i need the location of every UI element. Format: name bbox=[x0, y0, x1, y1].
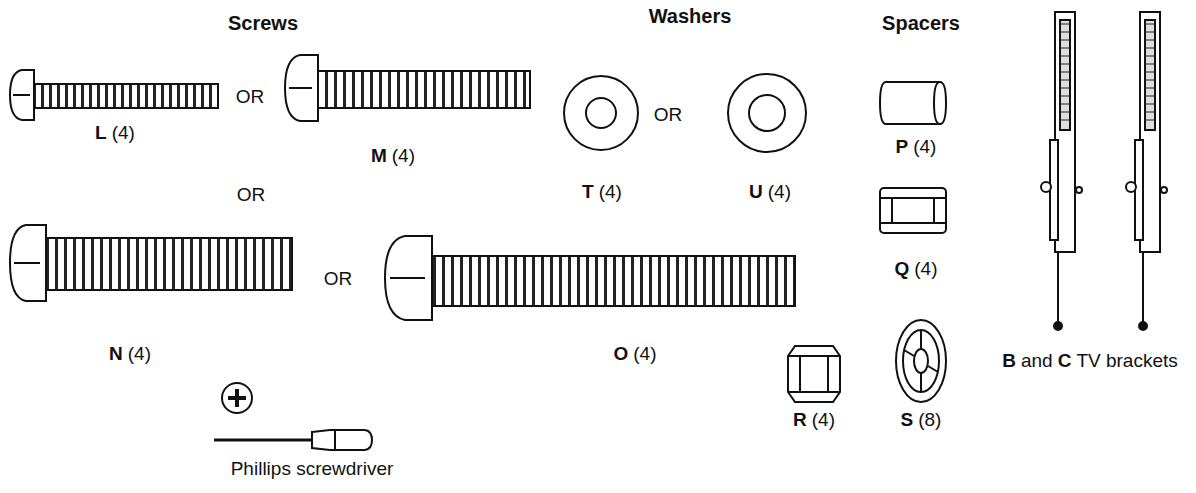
part-label: C bbox=[1058, 350, 1072, 372]
part-label: B bbox=[1002, 350, 1016, 372]
spacer-p bbox=[880, 82, 946, 124]
part-label: OR bbox=[654, 104, 683, 126]
label-group: T(4) bbox=[582, 181, 622, 203]
label-group: Washers bbox=[649, 5, 732, 27]
part-label: (4) bbox=[913, 136, 936, 158]
part-label: (8) bbox=[918, 409, 941, 431]
part-label: (4) bbox=[812, 409, 835, 431]
label-group: OR bbox=[236, 86, 265, 108]
part-label: (4) bbox=[392, 145, 415, 167]
screw-n bbox=[10, 225, 292, 301]
label-group: R(4) bbox=[793, 409, 835, 431]
part-label: (4) bbox=[914, 258, 937, 280]
part-label: OR bbox=[237, 184, 266, 206]
phillips-screwdriver bbox=[214, 383, 372, 450]
label-group: P(4) bbox=[896, 136, 937, 158]
label-group: Phillips screwdriver bbox=[231, 458, 394, 480]
label-group: S(8) bbox=[901, 409, 942, 431]
part-label: (4) bbox=[599, 181, 622, 203]
label-group: Q(4) bbox=[894, 258, 937, 280]
label-group: L(4) bbox=[95, 122, 135, 144]
part-label: L bbox=[95, 122, 107, 144]
part-label: (4) bbox=[112, 122, 135, 144]
part-label: OR bbox=[236, 86, 265, 108]
tv-bracket-c bbox=[1126, 12, 1167, 330]
part-label: Q bbox=[894, 258, 909, 280]
part-label: T bbox=[582, 181, 594, 203]
washer-u bbox=[728, 74, 806, 152]
label-group: Spacers bbox=[882, 12, 960, 34]
label-group: N(4) bbox=[109, 343, 151, 365]
label-group: OR bbox=[237, 184, 266, 206]
screw-o bbox=[385, 236, 795, 320]
part-label: and bbox=[1021, 350, 1053, 372]
part-label: TV brackets bbox=[1076, 350, 1177, 372]
part-label: M bbox=[371, 145, 387, 167]
label-group: OR bbox=[324, 268, 353, 290]
part-label: O bbox=[613, 343, 628, 365]
washer-t bbox=[564, 76, 638, 150]
part-label: (4) bbox=[768, 181, 791, 203]
part-label: (4) bbox=[128, 343, 151, 365]
label-group: M(4) bbox=[371, 145, 415, 167]
screw-m bbox=[285, 55, 530, 121]
part-label: P bbox=[896, 136, 909, 158]
part-label: S bbox=[901, 409, 914, 431]
part-label: R bbox=[793, 409, 807, 431]
part-label: Phillips screwdriver bbox=[231, 458, 394, 480]
part-label: OR bbox=[324, 268, 353, 290]
part-label: U bbox=[749, 181, 763, 203]
screw-l bbox=[10, 70, 218, 120]
label-group: BandCTV brackets bbox=[1002, 350, 1178, 372]
label-group: O(4) bbox=[613, 343, 656, 365]
spacer-q bbox=[880, 188, 946, 233]
group-heading: Spacers bbox=[882, 12, 960, 34]
spacer-s bbox=[896, 320, 946, 402]
group-heading: Washers bbox=[649, 5, 732, 27]
label-group: Screws bbox=[228, 12, 298, 34]
label-group: U(4) bbox=[749, 181, 791, 203]
group-heading: Screws bbox=[228, 12, 298, 34]
part-label: (4) bbox=[633, 343, 656, 365]
spacer-r bbox=[788, 346, 840, 402]
part-label: N bbox=[109, 343, 123, 365]
label-group: OR bbox=[654, 104, 683, 126]
tv-bracket-b bbox=[1041, 12, 1082, 330]
